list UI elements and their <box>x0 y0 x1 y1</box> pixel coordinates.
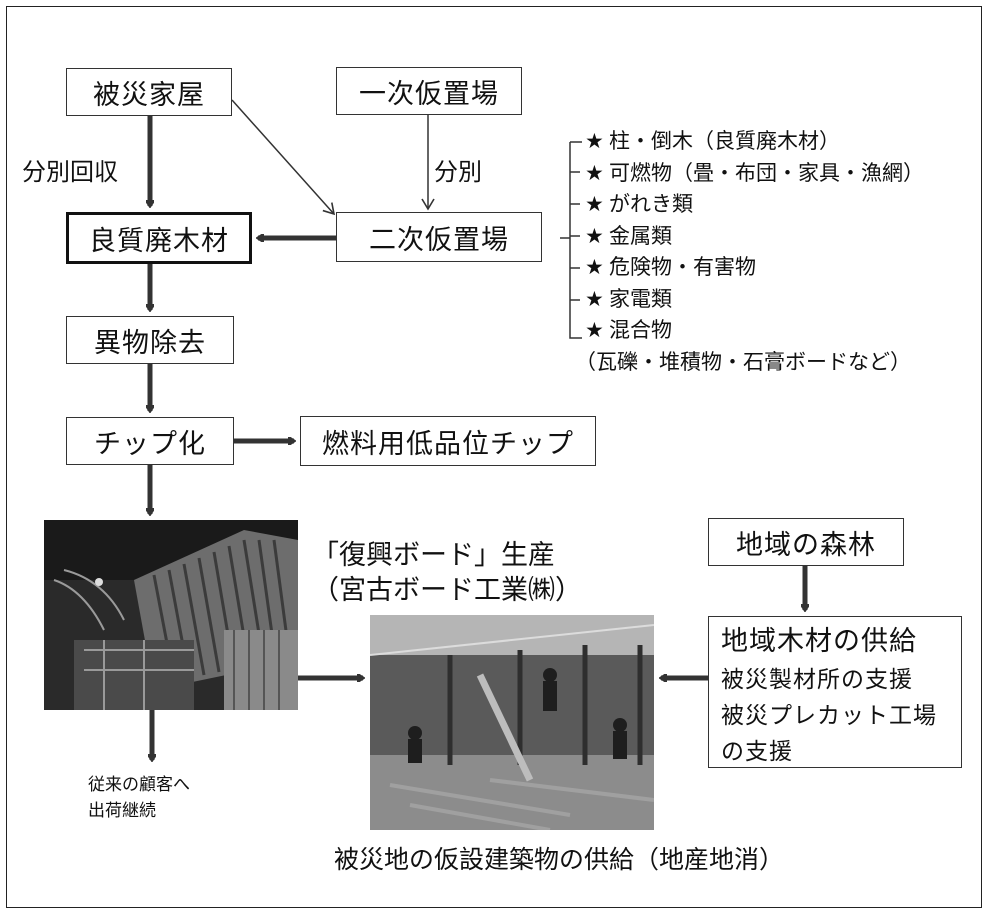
label-separation: 分別 <box>434 158 482 186</box>
box-primary-site: 一次仮置場 <box>336 67 522 115</box>
star-icon: ★ <box>585 286 604 311</box>
list-item: ★がれき類 <box>585 189 924 221</box>
star-icon: ★ <box>585 129 604 153</box>
label-board-production-1: 「復興ボード」生産 <box>312 540 555 571</box>
box-quality-wood: 良質廃木材 <box>66 212 252 264</box>
caption: 被災地の仮設建築物の供給（地産地消） <box>334 845 785 874</box>
star-icon: ★ <box>585 318 604 342</box>
precut-support-text-2: の支援 <box>721 738 793 765</box>
star-icon: ★ <box>585 255 604 279</box>
box-fuel-chip: 燃料用低品位チップ <box>300 416 596 466</box>
box-foreign-removal-label: 異物除去 <box>94 327 206 359</box>
box-quality-wood-label: 良質廃木材 <box>89 225 229 257</box>
label-ship-continue-2: 出荷継続 <box>88 801 156 821</box>
list-item: ★混合物 <box>585 315 924 347</box>
box-chipping-label: チップ化 <box>94 428 206 460</box>
label-separate-collection: 分別回収 <box>22 158 118 186</box>
list-note: （瓦礫・堆積物・石膏ボードなど） <box>575 349 911 374</box>
local-supply-title: 地域木材の供給 <box>721 625 917 657</box>
star-icon: ★ <box>585 223 604 248</box>
box-local-forest: 地域の森林 <box>708 518 904 566</box>
board-factory-photo <box>44 520 298 710</box>
list-item: ★危険物・有害物 <box>585 252 924 284</box>
star-icon: ★ <box>585 160 604 185</box>
arrow-houses-to-secondary <box>231 99 336 216</box>
box-foreign-removal: 異物除去 <box>66 316 234 364</box>
precut-support-text-1: 被災プレカット工場 <box>721 702 937 729</box>
list-item: ★可燃物（畳・布団・家具・漁網） <box>585 158 924 190</box>
list-item: ★柱・倒木（良質廃木材） <box>585 126 924 158</box>
sorted-items-list: ★柱・倒木（良質廃木材） ★可燃物（畳・布団・家具・漁網） ★がれき類 ★金属類… <box>575 126 924 378</box>
box-secondary-site-label: 二次仮置場 <box>369 224 509 256</box>
construction-site-photo <box>370 615 654 830</box>
diagram-frame <box>6 6 982 908</box>
box-chipping: チップ化 <box>66 417 234 465</box>
sawmill-support-text: 被災製材所の支援 <box>721 666 913 693</box>
label-ship-continue-1: 従来の顧客へ <box>88 775 190 795</box>
list-item: ★家電類 <box>585 284 924 316</box>
list-bracket <box>560 141 582 339</box>
box-local-supply: 地域木材の供給 被災製材所の支援 被災プレカット工場 の支援 <box>708 616 962 768</box>
box-primary-site-label: 一次仮置場 <box>359 78 499 110</box>
box-disaster-houses-label: 被災家屋 <box>93 79 205 111</box>
box-disaster-houses: 被災家屋 <box>66 68 232 116</box>
box-fuel-chip-label: 燃料用低品位チップ <box>322 428 574 460</box>
box-secondary-site: 二次仮置場 <box>336 212 542 262</box>
label-board-production-2: （宮古ボード工業㈱） <box>312 575 582 606</box>
box-local-forest-label: 地域の森林 <box>736 529 876 561</box>
list-item: ★金属類 <box>585 221 924 253</box>
star-icon: ★ <box>585 192 604 216</box>
